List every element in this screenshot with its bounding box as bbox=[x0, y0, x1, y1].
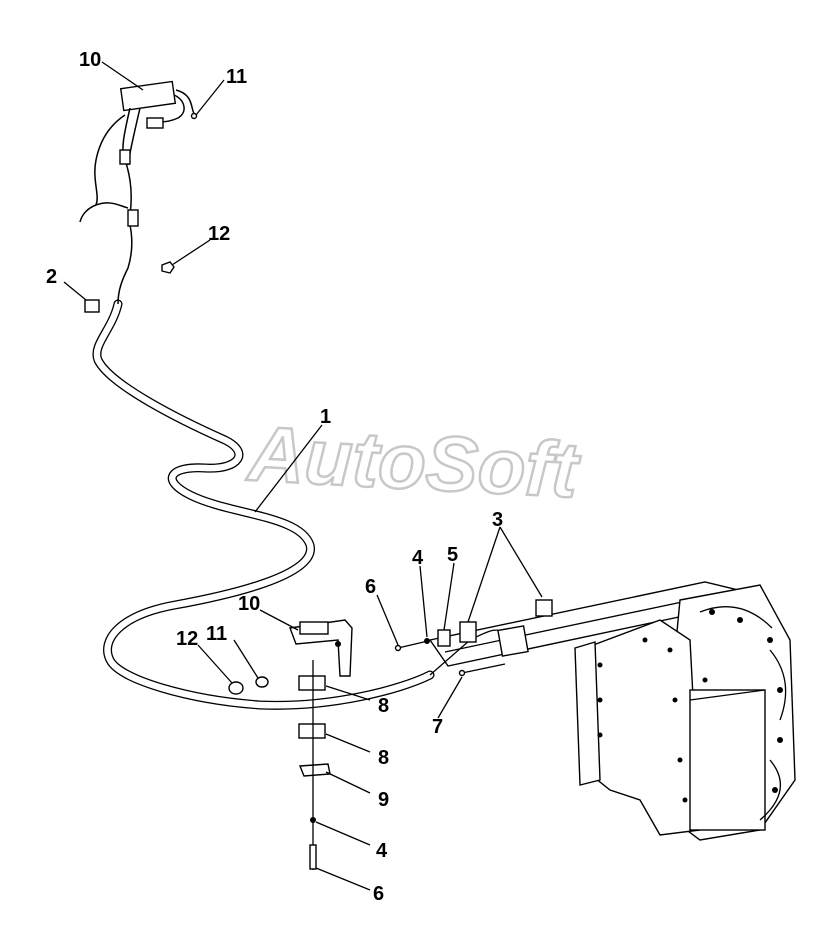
leader-lines bbox=[63, 61, 543, 891]
callout-labels: 10 11 12 2 1 3 4 5 6 10 10 10 10 10 10 1… bbox=[46, 49, 503, 598]
callout-4-top: 4 bbox=[412, 547, 424, 569]
callout-1: 1 bbox=[320, 406, 331, 428]
callout-5: 5 bbox=[447, 544, 458, 566]
wiring-harness bbox=[79, 80, 198, 305]
callout-3: 3 bbox=[492, 509, 503, 531]
clamp-parts bbox=[228, 599, 553, 870]
callout-14: 11 bbox=[226, 66, 247, 88]
machine-housing bbox=[428, 581, 796, 841]
part-15-fitting bbox=[161, 261, 175, 274]
watermark-text: AutoSoft bbox=[244, 409, 582, 514]
callout-6-top: 6 bbox=[365, 576, 376, 598]
callout-13: 10 bbox=[79, 49, 101, 71]
callout-15: 12 bbox=[208, 223, 230, 245]
callout-2: 2 bbox=[46, 266, 57, 288]
part-2-block bbox=[84, 299, 100, 313]
